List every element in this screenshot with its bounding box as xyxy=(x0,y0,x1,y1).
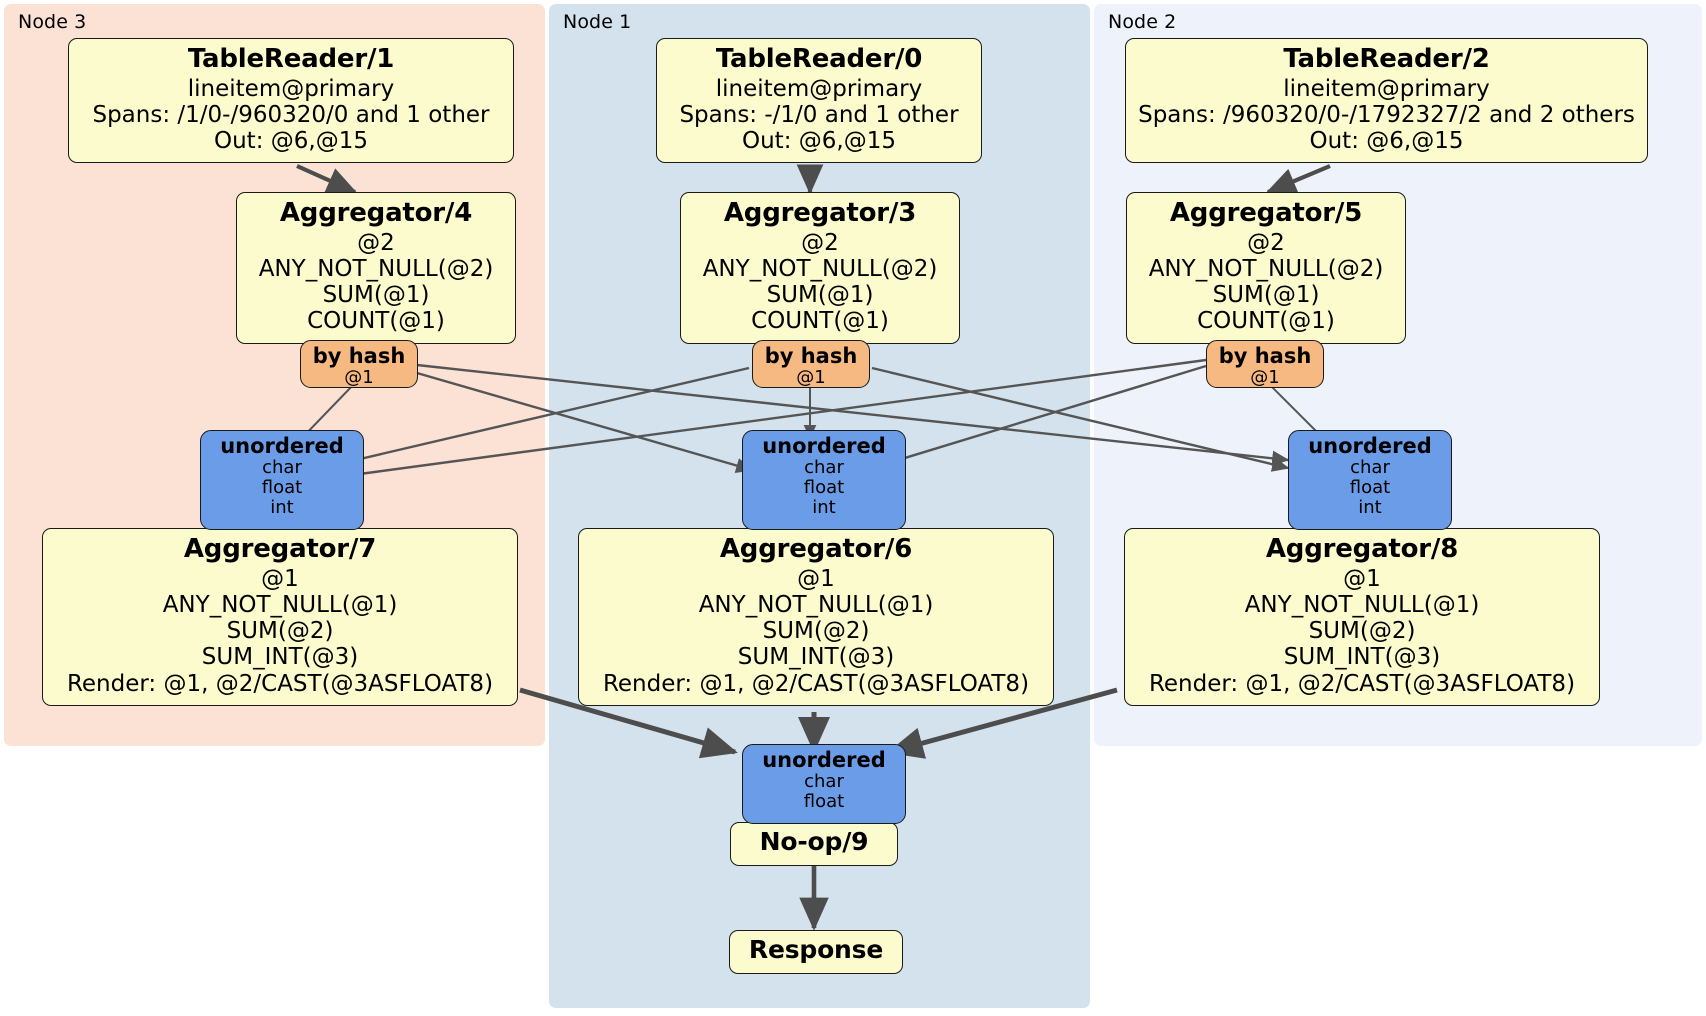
node-panel-label-node3: Node 3 xyxy=(18,11,87,33)
processor-line: SUM(@2) xyxy=(1308,618,1416,645)
processor-line: @2 xyxy=(357,229,395,256)
router-unordered-node2[interactable]: unordered char float int xyxy=(1288,430,1452,530)
processor-line: ANY_NOT_NULL(@2) xyxy=(702,255,938,282)
processor-aggregator-7[interactable]: Aggregator/7 @1 ANY_NOT_NULL(@1) SUM(@2)… xyxy=(42,528,518,706)
processor-title: TableReader/2 xyxy=(1283,44,1490,74)
processor-title: Aggregator/8 xyxy=(1265,534,1459,564)
router-line: char xyxy=(262,457,302,479)
router-line: @1 xyxy=(1250,367,1280,389)
router-line: float xyxy=(803,476,845,498)
processor-line: ANY_NOT_NULL(@1) xyxy=(1244,591,1480,618)
processor-tablereader-1[interactable]: TableReader/1 lineitem@primary Spans: /1… xyxy=(68,38,514,164)
node-panel-label-node1: Node 1 xyxy=(563,11,632,33)
processor-title: Aggregator/3 xyxy=(723,198,917,228)
processor-line: Out: @6,@15 xyxy=(1309,128,1464,155)
processor-line: Render: @1, @2/CAST(@3ASFLOAT8) xyxy=(1148,670,1576,697)
processor-line: SUM(@2) xyxy=(226,618,334,645)
processor-title: Aggregator/4 xyxy=(279,198,473,228)
router-line: float xyxy=(1349,476,1391,498)
processor-line: @1 xyxy=(1343,565,1381,592)
processor-line: @1 xyxy=(797,565,835,592)
router-line: @1 xyxy=(344,367,374,389)
processor-line: ANY_NOT_NULL(@1) xyxy=(698,591,934,618)
processor-title: Response xyxy=(748,935,884,964)
router-title: by hash xyxy=(312,344,406,368)
processor-line: Out: @6,@15 xyxy=(214,128,368,155)
processor-aggregator-8[interactable]: Aggregator/8 @1 ANY_NOT_NULL(@1) SUM(@2)… xyxy=(1124,528,1600,706)
processor-aggregator-3[interactable]: Aggregator/3 @2 ANY_NOT_NULL(@2) SUM(@1)… xyxy=(680,192,960,344)
router-line: @1 xyxy=(796,367,826,389)
router-unordered-node1[interactable]: unordered char float int xyxy=(742,430,906,530)
processor-line: ANY_NOT_NULL(@2) xyxy=(258,255,494,282)
processor-line: @2 xyxy=(1247,229,1285,256)
processor-aggregator-5[interactable]: Aggregator/5 @2 ANY_NOT_NULL(@2) SUM(@1)… xyxy=(1126,192,1406,344)
processor-tablereader-0[interactable]: TableReader/0 lineitem@primary Spans: -/… xyxy=(656,38,982,164)
processor-title: No-op/9 xyxy=(759,827,869,856)
processor-line: @2 xyxy=(801,229,839,256)
processor-line: COUNT(@1) xyxy=(307,308,445,335)
router-title: by hash xyxy=(1218,344,1312,368)
router-title: unordered xyxy=(1308,434,1432,458)
processor-line: Spans: /1/0-/960320/0 and 1 other xyxy=(92,101,490,128)
node-panel-label-node2: Node 2 xyxy=(1108,11,1177,33)
processor-line: lineitem@primary xyxy=(715,75,923,102)
processor-line: lineitem@primary xyxy=(187,75,395,102)
processor-line: Render: @1, @2/CAST(@3ASFLOAT8) xyxy=(66,670,494,697)
processor-line: ANY_NOT_NULL(@1) xyxy=(162,591,398,618)
processor-line: Render: @1, @2/CAST(@3ASFLOAT8) xyxy=(602,670,1030,697)
router-line: float xyxy=(261,476,303,498)
processor-response[interactable]: Response xyxy=(729,930,903,974)
router-line: char xyxy=(804,457,844,479)
processor-line: Spans: /960320/0-/1792327/2 and 2 others xyxy=(1138,101,1635,128)
processor-line: SUM(@1) xyxy=(766,282,874,309)
router-title: unordered xyxy=(762,748,886,772)
processor-noop-9[interactable]: No-op/9 xyxy=(730,822,898,866)
processor-line: SUM_INT(@3) xyxy=(201,644,359,671)
router-line: int xyxy=(270,496,294,518)
processor-title: TableReader/0 xyxy=(715,44,923,74)
processor-title: Aggregator/7 xyxy=(183,534,377,564)
processor-line: Spans: -/1/0 and 1 other xyxy=(679,101,959,128)
processor-line: ANY_NOT_NULL(@2) xyxy=(1148,255,1384,282)
processor-line: COUNT(@1) xyxy=(751,308,889,335)
processor-line: Out: @6,@15 xyxy=(742,128,896,155)
processor-aggregator-4[interactable]: Aggregator/4 @2 ANY_NOT_NULL(@2) SUM(@1)… xyxy=(236,192,516,344)
router-line: char xyxy=(1350,457,1390,479)
processor-line: SUM_INT(@3) xyxy=(1283,644,1441,671)
router-by-hash-node1[interactable]: by hash @1 xyxy=(752,340,870,388)
router-line: int xyxy=(812,496,836,518)
router-title: unordered xyxy=(220,434,344,458)
router-title: unordered xyxy=(762,434,886,458)
router-line: int xyxy=(1358,496,1382,518)
router-unordered-node3[interactable]: unordered char float int xyxy=(200,430,364,530)
processor-tablereader-2[interactable]: TableReader/2 lineitem@primary Spans: /9… xyxy=(1125,38,1648,164)
processor-title: Aggregator/6 xyxy=(719,534,913,564)
processor-title: Aggregator/5 xyxy=(1169,198,1363,228)
router-unordered-final[interactable]: unordered char float xyxy=(742,744,906,824)
processor-line: SUM(@2) xyxy=(762,618,870,645)
processor-line: SUM_INT(@3) xyxy=(737,644,895,671)
router-line: char xyxy=(804,771,844,793)
processor-aggregator-6[interactable]: Aggregator/6 @1 ANY_NOT_NULL(@1) SUM(@2)… xyxy=(578,528,1054,706)
processor-line: COUNT(@1) xyxy=(1197,308,1335,335)
processor-line: SUM(@1) xyxy=(322,282,430,309)
router-line: float xyxy=(803,790,845,812)
processor-line: SUM(@1) xyxy=(1212,282,1320,309)
router-by-hash-node3[interactable]: by hash @1 xyxy=(300,340,418,388)
processor-line: @1 xyxy=(261,565,299,592)
router-title: by hash xyxy=(764,344,858,368)
processor-line: lineitem@primary xyxy=(1283,75,1490,102)
processor-title: TableReader/1 xyxy=(187,44,395,74)
router-by-hash-node2[interactable]: by hash @1 xyxy=(1206,340,1324,388)
